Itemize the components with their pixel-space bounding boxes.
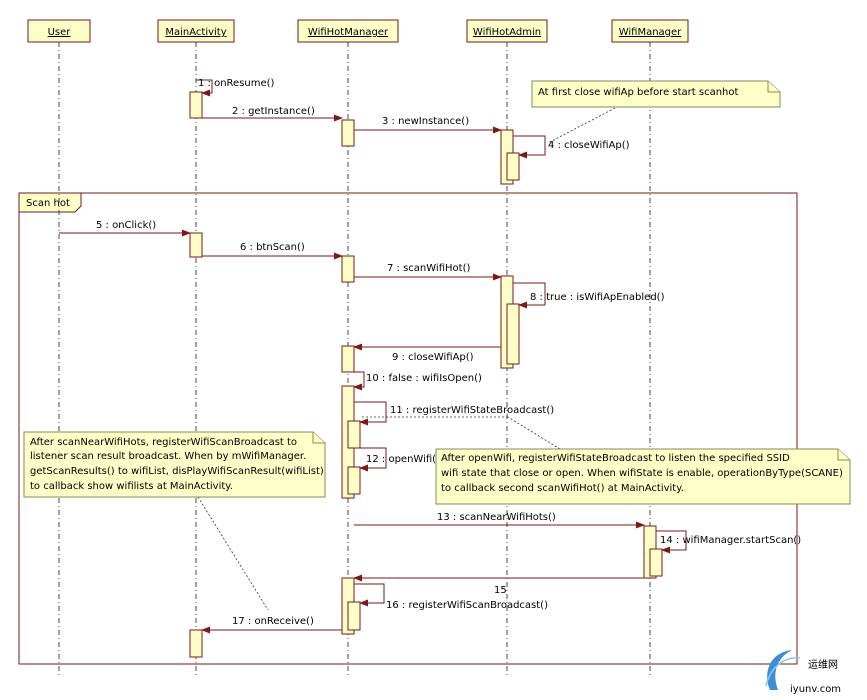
scan-hot-frame: Scan hot — [18, 192, 798, 665]
watermark-swoosh-icon — [767, 650, 792, 690]
message-5[interactable]: 5 : onClick() — [59, 220, 191, 237]
lifeline-user: User — [27, 19, 91, 676]
message-2-label: 2 : getInstance() — [232, 106, 315, 117]
message-15-label: 15 — [494, 585, 507, 596]
note-scan-result-line-1: After scanNearWifiHots, registerWifiScan… — [30, 437, 297, 448]
message-14-label: 14 : wifiManager.startScan() — [660, 535, 801, 546]
message-17[interactable]: 17 : onReceive() — [201, 616, 342, 634]
message-5-label: 5 : onClick() — [96, 220, 156, 231]
participant-wifimanager[interactable] — [611, 19, 689, 43]
message-7-label: 7 : scanWifiHot() — [387, 263, 470, 274]
message-12[interactable]: 12 : openWifi() — [354, 447, 440, 472]
participant-wifihotmanager[interactable] — [297, 19, 399, 43]
message-10[interactable]: 10 : false : wifiIsOpen() — [348, 371, 482, 391]
message-11-arrow — [354, 401, 387, 426]
message-16-label: 16 : registerWifiScanBroadcast() — [386, 600, 548, 611]
message-13-label: 13 : scanNearWifiHots() — [437, 512, 556, 523]
message-16-arrow — [354, 583, 385, 607]
message-4[interactable]: 4 : closeWifiAp() — [513, 135, 630, 159]
message-10-label: 10 : false : wifiIsOpen() — [366, 373, 482, 384]
participant-user[interactable] — [27, 19, 91, 43]
message-8-arrow — [513, 282, 546, 309]
activation-mainactivity-2 — [189, 232, 203, 258]
activations — [189, 91, 663, 658]
participant-mainactivity[interactable] — [157, 19, 235, 43]
message-12-arrow — [354, 447, 387, 472]
message-1-arrow — [196, 79, 213, 97]
message-14-arrow — [656, 530, 687, 554]
message-10-arrow — [348, 371, 365, 391]
message-4-label: 4 : closeWifiAp() — [548, 140, 630, 151]
participant-wifimanager-label: WifiManager — [619, 27, 682, 38]
message-11[interactable]: 11 : registerWifiStateBroadcast() — [354, 401, 554, 426]
note-scan-result-line-4: to callback show wifilists at MainActivi… — [30, 481, 233, 492]
lifeline-mainactivity: MainActivity — [157, 19, 235, 676]
message-1-label: 1 : onResume() — [198, 78, 275, 89]
message-11-label: 11 : registerWifiStateBroadcast() — [390, 405, 554, 416]
note-open-wifi-line-1: After openWifi, registerWifiStateBroadca… — [441, 453, 790, 464]
note-close-wifiap: At first close wifiAp before start scanh… — [531, 80, 781, 144]
note-open-wifi: After openWifi, registerWifiStateBroadca… — [360, 416, 851, 505]
note-open-wifi-line-2: wifi state that close or open. When wifi… — [441, 468, 843, 479]
activation-admin-2-nested — [506, 303, 520, 365]
participant-wifihotadmin-label: WifiHotAdmin — [473, 27, 541, 38]
message-9-label: 9 : closeWifiAp() — [392, 352, 474, 363]
message-12-label: 12 : openWifi() — [366, 454, 440, 465]
activation-hotmgr-5-nested — [347, 601, 361, 631]
message-3-label: 3 : newInstance() — [382, 116, 469, 127]
message-13[interactable]: 13 : scanNearWifiHots() — [354, 512, 645, 529]
message-2[interactable]: 2 : getInstance() — [202, 106, 343, 122]
participant-mainactivity-label: MainActivity — [165, 27, 226, 38]
message-8[interactable]: 8 : true : isWifiApEnabled() — [513, 282, 665, 309]
activation-hotmgr-4-nested-1 — [347, 420, 361, 449]
watermark-cn: 运维网 — [808, 658, 838, 671]
note-scan-result-line-3: getScanResults() to wifiList, disPlayWif… — [30, 466, 324, 477]
participant-wifihotadmin[interactable] — [466, 19, 548, 43]
activation-mainactivity-1 — [189, 91, 203, 119]
note-scan-result-line-2: listener scan result broadcast. When by … — [30, 451, 306, 462]
message-16[interactable]: 16 : registerWifiScanBroadcast() — [354, 583, 548, 611]
watermark-url: iyunv.com — [790, 684, 841, 695]
message-4-arrow — [513, 135, 546, 159]
watermark-logo: 运维网 iyunv.com — [765, 650, 841, 695]
activation-wifimgr-1-nested — [649, 548, 663, 577]
activation-admin-1-nested — [506, 152, 520, 181]
message-1[interactable]: 1 : onResume() — [196, 78, 275, 97]
note-scan-result: After scanNearWifiHots, registerWifiScan… — [23, 431, 326, 611]
participant-user-label: User — [48, 27, 72, 38]
message-14[interactable]: 14 : wifiManager.startScan() — [656, 530, 801, 554]
message-8-label: 8 : true : isWifiApEnabled() — [530, 292, 665, 303]
message-6-label: 6 : btnScan() — [240, 242, 305, 253]
note-close-wifiap-text: At first close wifiAp before start scanh… — [538, 87, 739, 98]
message-3[interactable]: 3 : newInstance() — [354, 116, 502, 134]
participant-wifihotmanager-label: WifiHotManager — [308, 27, 389, 38]
activation-hotmgr-4-nested-2 — [347, 466, 361, 495]
message-6[interactable]: 6 : btnScan() — [202, 242, 343, 260]
message-15[interactable]: 15 — [353, 574, 644, 596]
note-open-wifi-line-3: to callback second scanWifiHot() at Main… — [441, 483, 684, 494]
activation-hotmgr-1 — [341, 119, 355, 147]
activation-hotmgr-3 — [341, 345, 355, 373]
message-9[interactable]: 9 : closeWifiAp() — [353, 343, 501, 363]
message-17-label: 17 : onReceive() — [232, 616, 314, 627]
messages: 1 : onResume() 2 : getInstance() 3 : newIn… — [59, 78, 801, 634]
message-7[interactable]: 7 : scanWifiHot() — [354, 263, 502, 281]
activation-mainactivity-3 — [189, 629, 203, 658]
activation-hotmgr-2 — [341, 255, 355, 283]
frame-label: Scan hot — [26, 198, 70, 209]
